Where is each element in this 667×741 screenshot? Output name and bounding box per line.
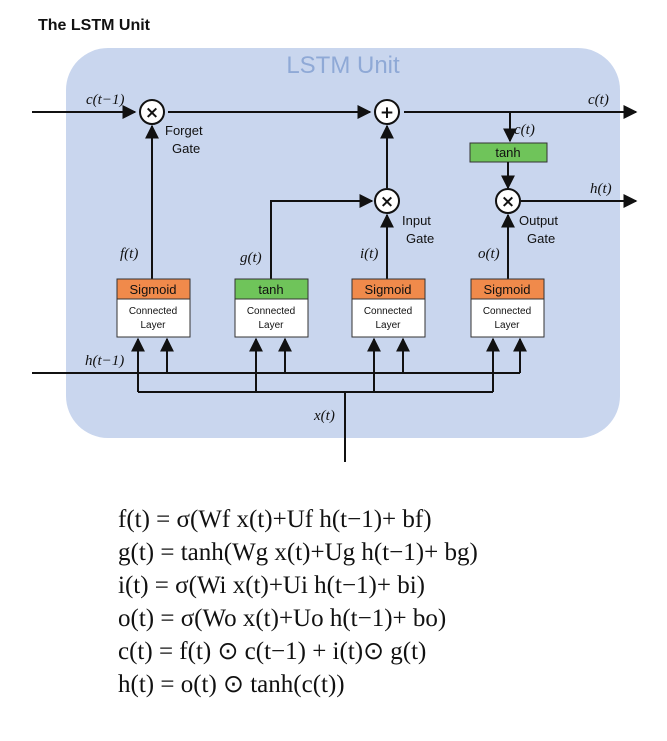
input-layer-line2: Layer [375, 320, 401, 331]
candidate-layer-activation: tanh [258, 282, 283, 297]
forget-gate-label-1: Forget [165, 123, 203, 138]
forget-layer-line1: Connected [129, 306, 177, 317]
add-node [374, 99, 400, 125]
equation-i: i(t) = σ(Wi x(t)+Ui h(t−1)+ bi) [118, 572, 425, 599]
input-gate-label-2: Gate [406, 231, 434, 246]
output-layer-line1: Connected [483, 306, 531, 317]
i-label: i(t) [360, 246, 378, 262]
output-multiply-node [495, 188, 521, 214]
equation-o: o(t) = σ(Wo x(t)+Uo h(t−1)+ bo) [118, 605, 447, 632]
forget-gate-label-2: Gate [172, 141, 200, 156]
output-multiply-symbol: × [501, 192, 515, 212]
forget-multiply-symbol: × [145, 103, 159, 123]
forget-layer-line2: Layer [140, 320, 166, 331]
output-layer-line2: Layer [494, 320, 520, 331]
input-layer-activation: Sigmoid [365, 282, 412, 297]
equation-c: c(t) = f(t) ⊙ c(t−1) + i(t)⊙ g(t) [118, 638, 427, 665]
c-mid-label: c(t) [514, 122, 535, 138]
input-layer-line1: Connected [364, 306, 412, 317]
c-out-label: c(t) [588, 92, 609, 108]
h-prev-label: h(t−1) [85, 353, 124, 369]
candidate-layer-line1: Connected [247, 306, 295, 317]
forget-layer-activation: Sigmoid [130, 282, 177, 297]
input-multiply-node [374, 188, 400, 214]
unit-title: LSTM Unit [286, 52, 400, 79]
output-gate-label-1: Output [519, 213, 558, 228]
lstm-diagram: LSTM Unit × + tanh × × Sigmoid Connected… [32, 48, 638, 462]
layer-input-arrows [131, 337, 527, 392]
output-layer-activation: Sigmoid [484, 282, 531, 297]
equation-h: h(t) = o(t) ⊙ tanh(c(t)) [118, 671, 345, 698]
candidate-layer-box: tanh Connected Layer [234, 278, 309, 338]
f-label: f(t) [120, 246, 138, 262]
equation-f: f(t) = σ(Wf x(t)+Uf h(t−1)+ bf) [118, 506, 432, 533]
o-label: o(t) [478, 246, 500, 262]
forget-multiply-node [139, 99, 165, 125]
forget-layer-box: Sigmoid Connected Layer [116, 278, 191, 338]
input-gate-label-1: Input [402, 213, 431, 228]
input-layer-box: Sigmoid Connected Layer [351, 278, 426, 338]
equations-block: f(t) = σ(Wf x(t)+Uf h(t−1)+ bf) g(t) = t… [118, 503, 478, 701]
page-title: The LSTM Unit [38, 17, 150, 34]
x-in-label: x(t) [313, 408, 335, 424]
output-layer-box: Sigmoid Connected Layer [470, 278, 545, 338]
add-symbol: + [380, 103, 394, 123]
g-label: g(t) [240, 250, 262, 266]
g-path-line [270, 194, 374, 279]
candidate-layer-line2: Layer [258, 320, 284, 331]
tanh-box-label: tanh [495, 145, 520, 160]
h-out-label: h(t) [590, 181, 612, 197]
equation-g: g(t) = tanh(Wg x(t)+Ug h(t−1)+ bg) [118, 539, 478, 566]
output-gate-label-2: Gate [527, 231, 555, 246]
c-prev-label: c(t−1) [86, 92, 124, 108]
input-multiply-symbol: × [380, 192, 394, 212]
